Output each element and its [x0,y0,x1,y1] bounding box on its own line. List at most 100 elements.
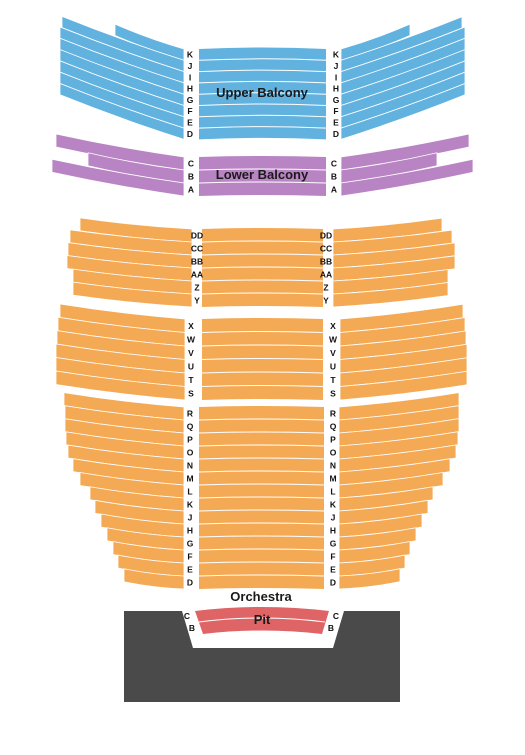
orchestra-front-left[interactable] [63,392,185,590]
orchestra-front-left-row [123,568,185,590]
orchestra-mid-right[interactable] [339,303,468,401]
orchestra-front-row-divider [198,483,325,486]
lower-balcony-row-label-left: B [188,172,194,182]
orchestra-front-row-divider [198,457,325,460]
lower-balcony-center-shape [199,156,326,196]
orchestra-front-row-label-left: Q [187,422,194,432]
upper-balcony-row-divider [198,103,327,106]
upper-balcony-row-label-right: E [333,117,339,127]
upper-balcony-center[interactable] [198,47,327,140]
orchestra-front-row-label-right: R [330,409,336,419]
upper-balcony-left[interactable] [59,15,185,140]
lower-balcony-right[interactable] [340,133,474,197]
orchestra-mid-row-divider [201,358,324,360]
pit-row-label-right: C [333,611,339,621]
orchestra-front-row-label-left: E [187,565,193,575]
upper-balcony-row-divider [198,126,327,129]
orchestra-front-row-label-left: M [186,474,193,484]
orchestra-front-row-divider [198,509,325,512]
orchestra-rear-left[interactable] [66,217,193,308]
orchestra-front-row-label-right: F [330,552,335,562]
upper-balcony-row-label-right: J [334,61,339,71]
upper-balcony-row-label-right: D [333,129,339,139]
orchestra-mid-row-label-right: U [330,361,336,371]
pit-row-label-right: B [328,623,334,633]
orchestra-mid-center[interactable] [201,318,324,400]
orchestra-front-row-label-left: D [187,578,193,588]
orchestra-rear-center[interactable] [201,228,324,307]
orchestra-rear-row-label-right: CC [320,244,332,254]
orchestra-mid-row-label-right: T [330,375,336,385]
upper-balcony-row-label-left: F [187,106,192,116]
stage-area [124,611,400,702]
orchestra-front-row-label-right: H [330,526,336,536]
orchestra-rear-right-row [332,282,449,308]
upper-balcony-right-row [340,82,466,140]
orchestra-front-row-label-right: M [329,474,336,484]
upper-balcony-row-label-right: H [333,84,339,94]
lower-balcony-row-label-right: B [331,172,337,182]
lower-balcony-row-label-right: A [331,185,337,195]
orchestra-rear-row-label-right: BB [320,257,332,267]
upper-balcony-row-label-left: I [189,72,191,82]
lower-balcony-left[interactable] [51,133,185,197]
orchestra-front-right-row [338,568,401,590]
orchestra-rear-right[interactable] [332,217,456,308]
orchestra-rear-left-row [72,281,193,308]
upper-balcony-row-label-left: K [187,50,194,60]
orchestra-front-row-label-left: K [187,500,194,510]
pit-row-label-left: C [184,611,190,621]
orchestra-mid-row-label-left: T [188,375,194,385]
orchestra-mid-left[interactable] [55,303,186,401]
orchestra-front-row-divider [198,574,325,577]
pit-row-label-left: B [189,623,195,633]
orchestra-rear-row-label-right: Z [323,283,328,293]
lower-balcony-row-label-right: C [331,159,337,169]
orchestra-rear-row-divider [201,292,324,295]
orchestra-front-row-label-left: J [188,513,193,523]
lower-balcony-center[interactable] [198,156,327,196]
upper-balcony-row-label-left: E [187,117,193,127]
upper-balcony-right[interactable] [340,16,466,140]
orchestra-front-center[interactable] [198,406,325,589]
orchestra-mid-row-divider [201,344,324,347]
upper-balcony-row-divider [198,114,327,118]
orchestra-mid-row-divider [201,371,324,374]
pit-section[interactable]: Pit [195,607,329,634]
orchestra-front-row-label-left: O [187,448,194,458]
upper-balcony-row-label-left: J [188,61,193,71]
orchestra-front-row-label-left: P [187,435,193,445]
orchestra-mid-row-label-left: X [188,321,194,331]
orchestra-rear-row-label-left: CC [191,244,203,254]
lower-balcony-row-divider [198,181,327,184]
orchestra-front-row-label-right: J [331,513,336,523]
orchestra-mid-row-label-right: W [329,334,338,344]
orchestra-front-row-divider [198,522,325,525]
upper-balcony-row-label-right: G [333,95,340,105]
orchestra-rear-row-label-left: AA [191,270,203,280]
upper-balcony-row-label-left: G [187,95,194,105]
orchestra-front-row-label-right: N [330,461,336,471]
orchestra-mid-right-row [339,370,468,401]
orchestra-front-row-label-right: G [330,539,337,549]
orchestra-front-row-label-left: R [187,409,193,419]
orchestra-mid-row-divider [201,385,324,387]
orchestra-rear-row-label-left: Z [194,283,199,293]
orchestra-front-row-divider [198,548,325,551]
upper-balcony-left-row [59,82,185,140]
orchestra-front-row-label-left: G [187,539,194,549]
orchestra-rear-row-label-left: BB [191,257,203,267]
orchestra-front-right[interactable] [338,392,460,590]
orchestra-front-row-divider [198,561,325,564]
lower-balcony-right-row [340,158,474,197]
upper-balcony-row-divider [198,58,327,61]
pit-row-divider [198,617,326,623]
orchestra-front-row-divider [198,535,325,538]
upper-balcony-label: Upper Balcony [216,85,309,100]
lower-balcony-row-label-left: A [188,185,194,195]
orchestra-rear-row-label-left: Y [194,296,200,306]
orchestra-mid-row-label-right: X [330,321,336,331]
orchestra-front-row-label-right: Q [330,422,337,432]
